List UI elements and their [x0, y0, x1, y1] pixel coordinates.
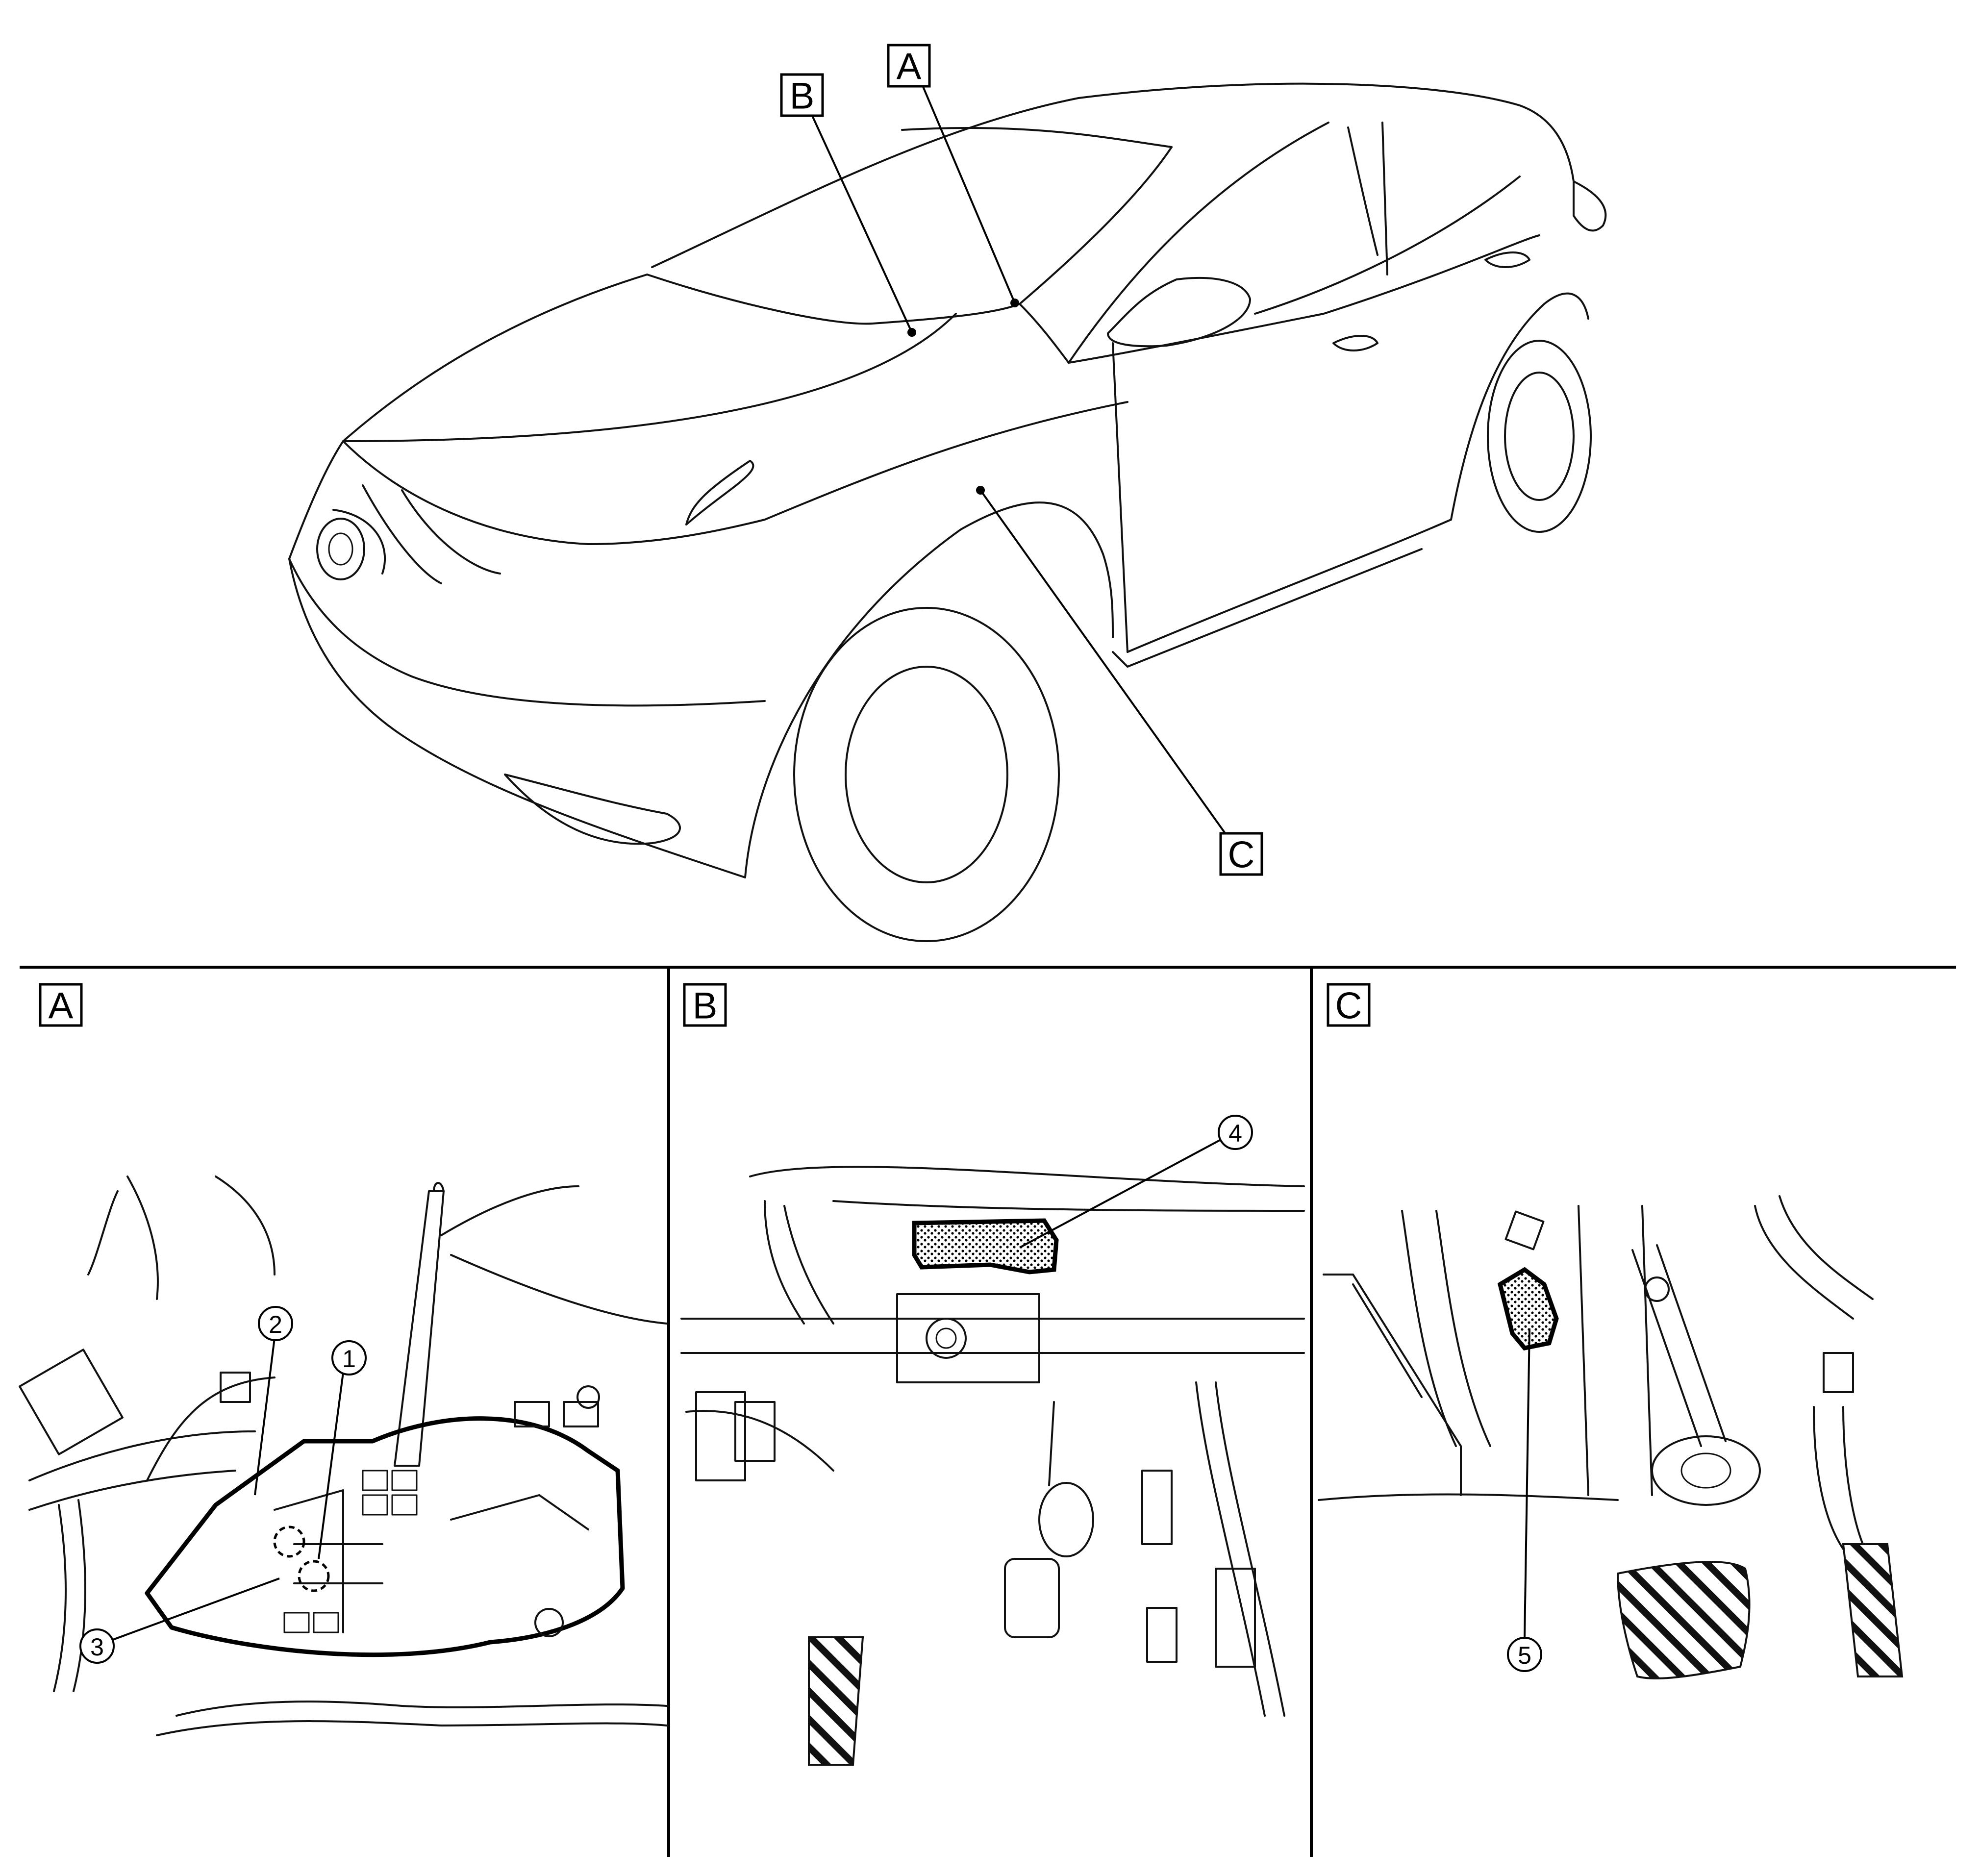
svg-text:A: A: [897, 46, 922, 88]
component-4-highlight: [912, 1218, 1059, 1275]
svg-text:4: 4: [1228, 1120, 1242, 1147]
callout-number-3: 3: [79, 1628, 115, 1664]
car-callout-b: B: [780, 73, 824, 117]
detail-panel-frames: [20, 966, 1956, 1857]
panel-a-label: A: [49, 985, 74, 1027]
panel-b-label: B: [693, 985, 718, 1027]
svg-text:C: C: [1228, 834, 1255, 876]
component-5-highlight: [1497, 1267, 1559, 1351]
callout-number-1: 1: [331, 1340, 367, 1376]
car-illustration: [288, 82, 1607, 942]
svg-text:3: 3: [90, 1633, 104, 1661]
svg-text:5: 5: [1518, 1642, 1531, 1669]
detail-panel-b: B 4: [680, 983, 1305, 1766]
car-callout-a: A: [887, 44, 931, 88]
callout-number-2: 2: [258, 1306, 293, 1341]
svg-text:1: 1: [342, 1345, 356, 1373]
detail-panel-c: C 5: [1318, 983, 1904, 1679]
panel-c-label: C: [1335, 985, 1362, 1027]
detail-panel-a: A: [19, 983, 668, 1736]
svg-text:B: B: [790, 75, 815, 117]
callout-number-4: 4: [1218, 1115, 1253, 1150]
car-callout-leaders: [810, 83, 1231, 842]
svg-text:2: 2: [269, 1311, 282, 1338]
car-callout-c: C: [1219, 832, 1263, 876]
callout-number-5: 5: [1507, 1637, 1542, 1672]
